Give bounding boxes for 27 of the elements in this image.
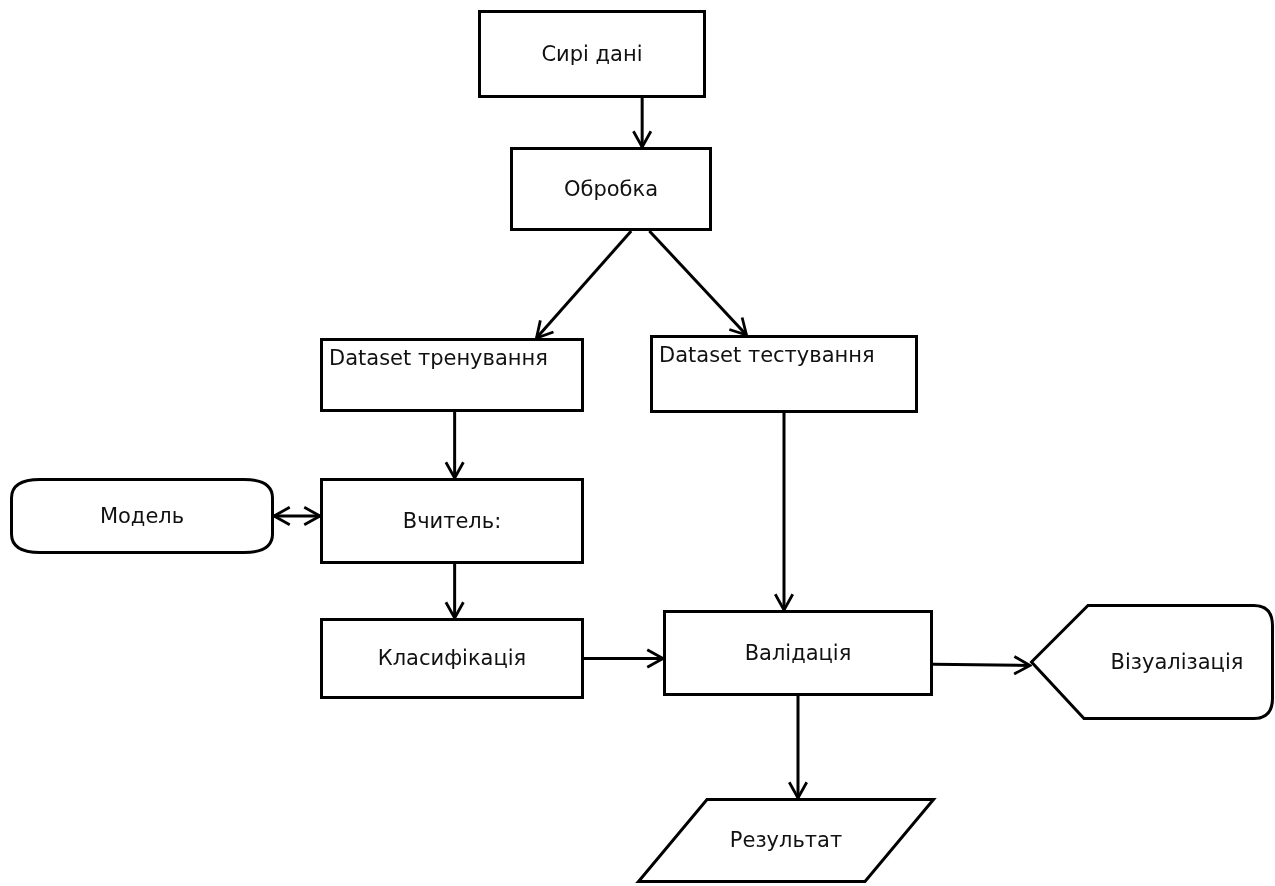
process-box xyxy=(663,610,933,696)
node-label: Класифікація xyxy=(377,645,527,673)
process-box xyxy=(320,478,584,564)
node-label: Обробка xyxy=(563,175,659,203)
process-box xyxy=(650,335,918,413)
process-box xyxy=(510,147,712,231)
arrow xyxy=(535,230,633,340)
arrow xyxy=(584,648,665,669)
node-label: Сирі дані xyxy=(541,40,643,68)
process-box xyxy=(478,10,706,98)
arrow xyxy=(444,412,465,480)
node-label: Результат xyxy=(729,827,843,855)
node-label: Dataset тренування xyxy=(329,345,548,372)
arrow xyxy=(272,505,322,527)
arrow xyxy=(787,696,809,800)
process-box xyxy=(320,338,584,412)
node-label: Dataset тестування xyxy=(659,342,875,369)
arrow xyxy=(648,229,748,337)
arrow xyxy=(444,564,465,620)
arrow xyxy=(932,655,1032,676)
arrow xyxy=(632,98,653,149)
node-label: Вчитель: xyxy=(402,507,502,535)
arrow xyxy=(773,413,795,612)
node-label: Модель xyxy=(99,502,185,530)
process-box xyxy=(320,618,584,699)
node-label: Візуалізація xyxy=(1110,648,1244,676)
node-label: Валідація xyxy=(744,639,852,667)
